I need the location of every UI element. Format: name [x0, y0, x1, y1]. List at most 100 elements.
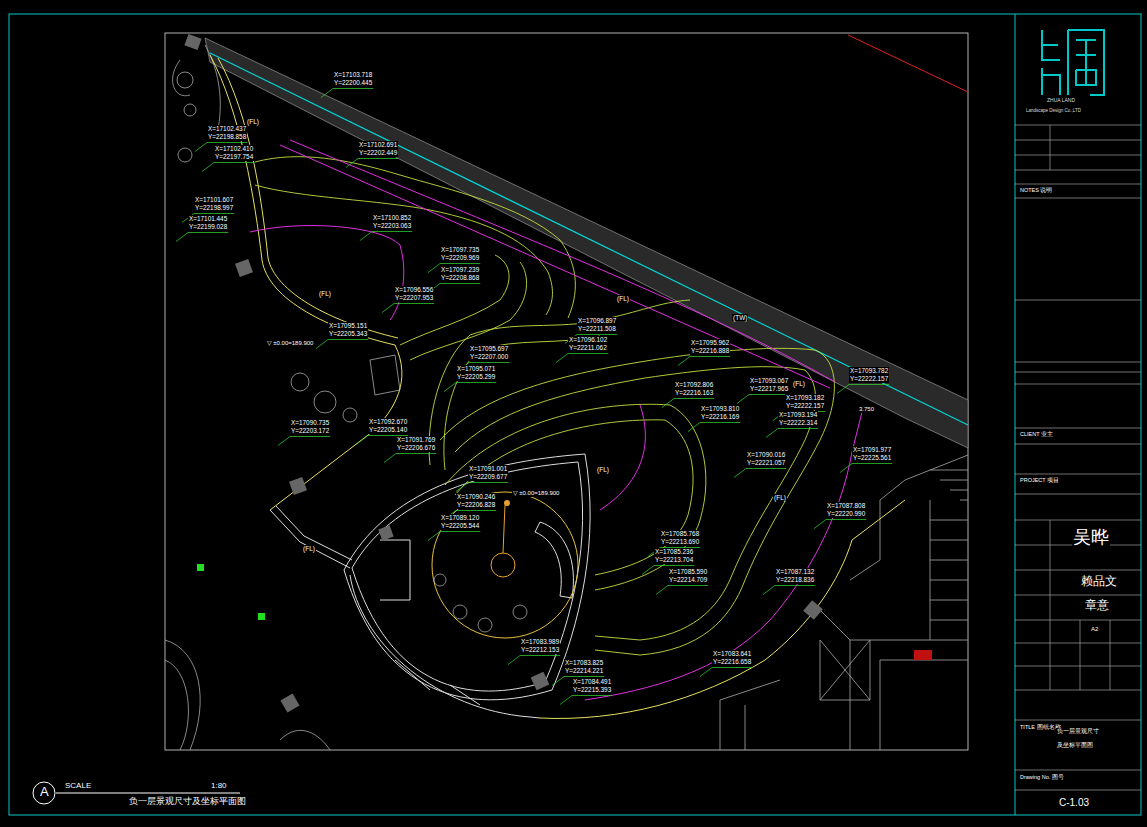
- signature: 吴晔: [1072, 527, 1110, 548]
- leader-line: [194, 213, 234, 214]
- leader-line: [852, 463, 892, 464]
- center-point: [504, 500, 510, 506]
- coordinate-label: X=17085.768: [660, 530, 700, 538]
- signature: 赖品文: [1080, 575, 1118, 589]
- coordinate-label: X=17095.151: [328, 322, 368, 330]
- scale-value: 1:80: [210, 781, 228, 790]
- leader-line: [440, 283, 480, 284]
- coordinate-label: Y=22214.221: [564, 667, 604, 675]
- coordinate-label: Y=22203.172: [290, 427, 330, 435]
- leader-line: [568, 353, 608, 354]
- coordinate-label: X=17090.735: [290, 419, 330, 427]
- coordinate-label: X=17095.697: [469, 345, 509, 353]
- title-underline: [56, 793, 240, 794]
- leader-line: [849, 384, 889, 385]
- leader-line: [564, 676, 604, 677]
- coordinate-label: X=17102.410: [214, 145, 254, 153]
- dimension: 3.750: [858, 406, 875, 413]
- leader-line: [674, 398, 714, 399]
- area-code: (FL): [302, 545, 316, 552]
- company-name: Landscape Design Co.,LTD: [1025, 108, 1082, 113]
- drawing-title: 负一层景观尺寸及坐标平面图: [128, 796, 247, 806]
- scale-label: SCALE: [64, 781, 92, 790]
- company-logo: [1042, 30, 1104, 95]
- coordinate-label: Y=22214.709: [668, 576, 708, 584]
- block-heading: CLIENT 业主: [1019, 431, 1054, 437]
- coordinate-label: X=17083.825: [564, 659, 604, 667]
- coordinate-label: Y=22205.544: [440, 522, 480, 530]
- block-heading: PROJECT 项目: [1019, 477, 1060, 483]
- area-code: (TW): [732, 314, 748, 321]
- leader-line: [278, 437, 290, 446]
- area-code: (FL): [792, 380, 806, 387]
- site-boundary: [210, 53, 968, 425]
- leader-line: [508, 656, 520, 665]
- area-code: (FL): [596, 466, 610, 473]
- coordinate-label: Y=22199.028: [188, 223, 228, 231]
- leader-line: [207, 142, 247, 143]
- coordinate-label: X=17095.071: [456, 365, 496, 373]
- leader-line: [577, 334, 617, 335]
- leader-line: [360, 232, 372, 241]
- coordinate-label: X=17102.437: [207, 125, 247, 133]
- leader-line: [358, 158, 398, 159]
- green-marker: [258, 613, 265, 620]
- coordinate-label: Y=22198.858: [207, 133, 247, 141]
- coordinate-label: Y=22220.990: [826, 510, 866, 518]
- leader-line: [763, 586, 775, 595]
- coordinate-label: X=17091.769: [396, 436, 436, 444]
- coordinate-label: Y=22222.314: [778, 419, 818, 427]
- coordinate-label: X=17097.239: [440, 266, 480, 274]
- coordinate-label: X=17096.556: [394, 286, 434, 294]
- planting-edge: [210, 55, 905, 718]
- coordinate-label: Y=22211.062: [568, 344, 608, 352]
- sheet-title: 及坐标平面图: [1056, 742, 1094, 749]
- area-code: (FL): [246, 118, 260, 125]
- area-code: (FL): [773, 494, 787, 501]
- area-code: (FL): [318, 290, 332, 297]
- coordinate-label: X=17096.102: [568, 336, 608, 344]
- coordinate-label: X=17097.735: [440, 246, 480, 254]
- coordinate-label: X=17093.782: [849, 367, 889, 375]
- coordinate-label: X=17087.132: [775, 568, 815, 576]
- coordinate-label: X=17083.641: [712, 650, 752, 658]
- walkway: [255, 157, 834, 655]
- coordinate-label: Y=22209.677: [468, 473, 508, 481]
- leader-line: [384, 454, 396, 463]
- leader-line: [372, 231, 412, 232]
- leader-line: [556, 354, 568, 363]
- leader-line: [195, 143, 207, 152]
- coordinate-label: X=17085.590: [668, 568, 708, 576]
- coordinate-label: Y=22222.157: [785, 402, 825, 410]
- coordinate-label: Y=22211.508: [577, 325, 617, 333]
- leader-line: [688, 423, 700, 432]
- leader-line: [321, 89, 333, 98]
- drawing-frame: [165, 33, 968, 750]
- sheet-title: 负一层景观尺寸: [1056, 728, 1100, 735]
- view-letter: A: [39, 785, 50, 800]
- coordinate-label: Y=22200.445: [333, 79, 373, 87]
- leader-line: [814, 520, 826, 529]
- leader-line: [749, 394, 789, 395]
- leader-line: [382, 304, 394, 313]
- coordinate-label: Y=22205.299: [456, 373, 496, 381]
- coordinate-label: X=17103.718: [333, 71, 373, 79]
- leader-line: [656, 586, 668, 595]
- coordinate-label: X=17091.001: [468, 465, 508, 473]
- area-code: (FL): [616, 295, 630, 302]
- coordinate-label: Y=22206.676: [396, 444, 436, 452]
- lamp-marker: [184, 34, 822, 713]
- pavilion-wall: [270, 454, 590, 718]
- coordinate-label: Y=22222.157: [849, 375, 889, 383]
- coordinate-label: X=17087.808: [826, 502, 866, 510]
- coordinate-label: X=17085.236: [654, 548, 694, 556]
- title-block-grid: [1015, 125, 1141, 790]
- coordinate-label: Y=22206.828: [456, 501, 496, 509]
- coordinate-label: X=17101.445: [188, 215, 228, 223]
- leader-line: [456, 382, 496, 383]
- leader-line: [712, 667, 752, 668]
- title-block-border: [1015, 14, 1016, 815]
- leader-line: [202, 163, 214, 172]
- leader-line: [440, 531, 480, 532]
- leader-line: [469, 362, 509, 363]
